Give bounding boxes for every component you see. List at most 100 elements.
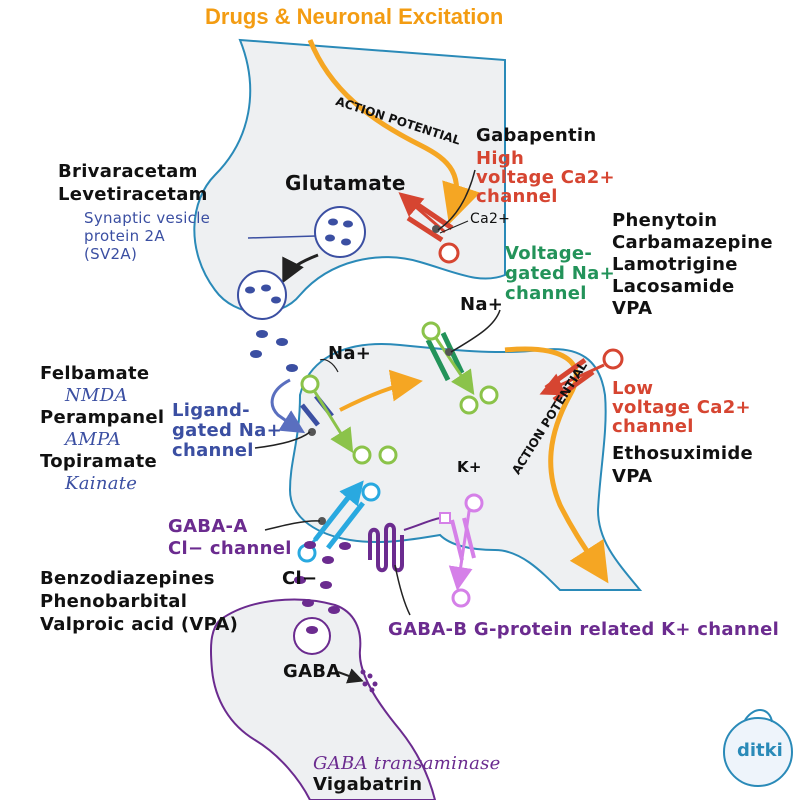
ditki-logo-text: ditki bbox=[737, 740, 783, 761]
gaba-fragments bbox=[360, 669, 378, 693]
released-glutamate bbox=[250, 330, 298, 372]
nmda-label: NMDA bbox=[65, 385, 128, 406]
ditki-logo-mark bbox=[744, 709, 773, 723]
vg-na-flow-arrow bbox=[434, 337, 475, 395]
hv-ca-channel-2: voltage Ca2+ bbox=[476, 167, 615, 188]
k-ion-out bbox=[451, 588, 471, 608]
diagram-title: Drugs & Neuronal Excitation bbox=[205, 4, 504, 29]
gabapentin-label: Gabapentin bbox=[476, 125, 597, 146]
fusing-vesicle-glutamate bbox=[245, 284, 281, 304]
g-protein-box bbox=[439, 512, 451, 524]
sv2a-target-2: protein 2A bbox=[84, 227, 165, 245]
vg-na-ion-label: Na+ bbox=[460, 294, 504, 315]
sv2a-vesicle bbox=[314, 206, 366, 258]
ca-ion-label: Ca2+ bbox=[470, 211, 511, 227]
vg-na-drug-4: Lacosamide bbox=[612, 276, 735, 297]
ligand-na-ion-in-2 bbox=[378, 445, 398, 465]
gaba-b-label: GABA-B G-protein related K+ channel bbox=[388, 619, 780, 640]
postsynaptic-ap-arrow-long bbox=[504, 346, 609, 584]
gaba-b-pointer bbox=[394, 564, 411, 616]
vesicle-move-arrow bbox=[282, 253, 319, 284]
ligand-pointer bbox=[254, 431, 311, 449]
vg-na-channel-2: gated Na+ bbox=[505, 263, 615, 284]
ca-ion-pointer bbox=[439, 220, 469, 234]
lv-vpa-label: VPA bbox=[612, 466, 653, 487]
cl-ion-in bbox=[361, 482, 381, 502]
vg-na-pointer bbox=[450, 309, 501, 353]
vg-na-ion-in-1 bbox=[459, 395, 479, 415]
k-channel-bar-1 bbox=[450, 519, 464, 561]
ligand-channel-1: Ligand- bbox=[172, 400, 250, 421]
ligand-na-flow-arrow bbox=[313, 391, 354, 454]
sv2a-drug-2: Levetiracetam bbox=[58, 184, 208, 205]
gaba-degrade-arrow bbox=[337, 668, 364, 684]
glutamate-label: Glutamate bbox=[285, 171, 406, 195]
vg-na-drug-2: Carbamazepine bbox=[612, 232, 773, 253]
sv2a-pointer bbox=[247, 235, 317, 239]
topiramate-label: Topiramate bbox=[40, 451, 158, 472]
vg-na-drug-3: Lamotrigine bbox=[612, 254, 738, 275]
vg-na-binding-dot bbox=[445, 348, 453, 356]
fusing-vesicle bbox=[237, 270, 287, 320]
postsynaptic-ap-arrow bbox=[339, 369, 423, 412]
gabapentin-pointer bbox=[437, 169, 476, 231]
k-ion-label: K+ bbox=[457, 458, 482, 476]
lv-ca-channel-3: channel bbox=[612, 416, 694, 437]
gaba-transaminase-label: GABA transaminase bbox=[313, 753, 501, 774]
ligand-channel-2: gated Na+ bbox=[172, 420, 282, 441]
gaba-label: GABA bbox=[283, 661, 341, 682]
sv2a-target-3: (SV2A) bbox=[84, 245, 138, 263]
lv-ca-ion bbox=[602, 348, 624, 370]
k-ion-in bbox=[464, 493, 484, 513]
ditki-logo-circle bbox=[723, 717, 793, 787]
ligand-channel-3: channel bbox=[172, 440, 254, 461]
ethosuximide-label: Ethosuximide bbox=[612, 443, 754, 464]
postsynaptic-neuron bbox=[288, 343, 643, 591]
vg-na-drug-5: VPA bbox=[612, 298, 653, 319]
gaba-vesicle bbox=[293, 617, 331, 655]
perampanel-label: Perampanel bbox=[40, 407, 165, 428]
vg-na-channel-3: channel bbox=[505, 283, 587, 304]
hv-ca-channel-1: High bbox=[476, 148, 525, 169]
gaba-a-flow-arrow bbox=[303, 480, 364, 553]
ligand-glutamate-arrow bbox=[270, 378, 306, 434]
vg-na-ion-in-2 bbox=[479, 385, 499, 405]
vg-na-channel-1: Voltage- bbox=[505, 243, 593, 264]
cl-ion-label: Cl− bbox=[282, 568, 318, 589]
ligand-na-ion-in-1 bbox=[352, 445, 372, 465]
released-gaba bbox=[294, 541, 351, 634]
ligand-bar-1 bbox=[300, 403, 320, 427]
ligand-na-ion-label: Na+ bbox=[328, 343, 372, 364]
sv2a-drug-1: Brivaracetam bbox=[58, 161, 198, 182]
felbamate-label: Felbamate bbox=[40, 363, 150, 384]
phenobarbital-label: Phenobarbital bbox=[40, 591, 188, 612]
ampa-label: AMPA bbox=[65, 429, 122, 450]
vg-na-bar-1 bbox=[425, 338, 451, 382]
vesicle-glutamate bbox=[325, 218, 353, 246]
vigabatrin-label: Vigabatrin bbox=[313, 774, 423, 795]
vg-na-ion-out bbox=[421, 321, 441, 341]
hv-ca-ion bbox=[438, 242, 460, 264]
presynaptic-action-potential-arrow bbox=[307, 39, 481, 225]
hv-ca-channel-3: channel bbox=[476, 186, 558, 207]
benzodiazepines-label: Benzodiazepines bbox=[40, 568, 215, 589]
kainate-label: Kainate bbox=[65, 473, 138, 494]
gaba-a-pointer bbox=[264, 520, 321, 531]
gaba-terminal bbox=[210, 598, 437, 800]
lv-ca-channel-1: Low bbox=[612, 378, 654, 399]
gaba-a-label: GABA-A bbox=[168, 516, 248, 537]
lv-ca-flow-arrow bbox=[539, 363, 605, 396]
hv-ca-channel-bar-1 bbox=[406, 215, 444, 243]
gaba-a-channel-label: Cl− channel bbox=[168, 538, 292, 559]
gabapentin-binding-dot bbox=[432, 225, 440, 233]
valproic-acid-label: Valproic acid (VPA) bbox=[40, 614, 239, 635]
k-flow-arrow bbox=[448, 504, 473, 591]
ligand-na-ion-out bbox=[300, 374, 320, 394]
gaba-b-signal bbox=[403, 517, 441, 531]
ligand-binding-dot bbox=[308, 428, 316, 436]
vg-na-drug-1: Phenytoin bbox=[612, 210, 718, 231]
gaba-a-binding-dot bbox=[318, 517, 326, 525]
ligand-na-pointer bbox=[319, 358, 339, 373]
